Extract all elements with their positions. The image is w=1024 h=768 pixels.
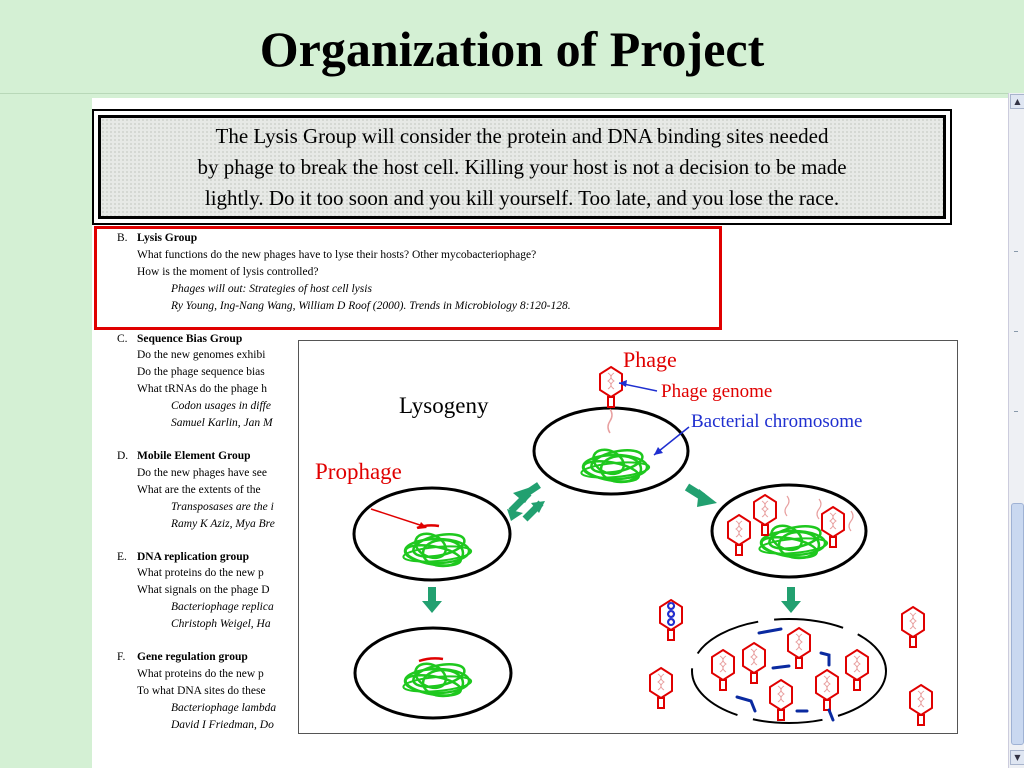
section-reference: Bacteriophage lambda xyxy=(171,701,277,714)
quote-line: The Lysis Group will consider the protei… xyxy=(215,123,829,148)
phage-dna-copy xyxy=(784,495,854,532)
vertical-scrollbar[interactable]: ▲ ▼ xyxy=(1008,93,1024,768)
section-heading: Gene regulation group xyxy=(137,651,248,664)
section-question: Do the new phages have see xyxy=(137,466,267,479)
section-heading: Sequence Bias Group xyxy=(137,332,243,345)
section-reference: Transposases are the i xyxy=(171,500,274,513)
quote-text: The Lysis Group will consider the protei… xyxy=(191,121,852,214)
section-question: Do the phage sequence bias xyxy=(137,366,265,379)
released-phage xyxy=(845,649,869,691)
bacterial-chromosome-label: Bacterial chromosome xyxy=(691,411,863,432)
free-phage xyxy=(909,684,933,726)
lysed-cell xyxy=(691,618,887,724)
chromosome-pointer-head xyxy=(654,447,663,455)
released-phage xyxy=(787,627,811,669)
released-phage xyxy=(815,669,839,711)
section-question: How is the moment of lysis controlled? xyxy=(137,265,319,278)
lysogeny-lysis-diagram: Phage Phage genome Bacterial chromosome … xyxy=(298,340,958,734)
section-question: To what DNA sites do these xyxy=(137,684,266,697)
prophage-segment xyxy=(418,657,444,663)
scrollbar-tick xyxy=(1014,411,1018,412)
scroll-down-arrow-icon[interactable]: ▼ xyxy=(1010,750,1024,765)
section-letter: C. xyxy=(117,332,128,345)
phage-dna-circle xyxy=(667,602,676,626)
arrow-down-division xyxy=(422,587,442,613)
free-phage xyxy=(901,606,925,648)
released-phage xyxy=(742,642,766,684)
outline-section-lysis: B. Lysis Group What functions do the new… xyxy=(97,230,571,315)
section-heading: Mobile Element Group xyxy=(137,449,251,462)
section-reference: Christoph Weigel, Ha xyxy=(171,618,271,631)
arrow-to-lytic xyxy=(684,483,717,507)
lysis-group-highlight xyxy=(94,226,722,330)
outline-section-dna-replication: E. DNA replication group What proteins d… xyxy=(97,549,571,634)
released-phage xyxy=(769,679,793,721)
prophage-label: Prophage xyxy=(315,459,402,484)
title-divider xyxy=(0,93,1024,94)
scrollbar-thumb[interactable] xyxy=(1011,503,1024,745)
section-question: What tRNAs do the phage h xyxy=(137,383,267,396)
section-letter: B. xyxy=(117,232,128,244)
quote-box-inner: The Lysis Group will consider the protei… xyxy=(98,115,946,219)
lysogeny-label: Lysogeny xyxy=(399,393,489,418)
section-reference: Bacteriophage replica xyxy=(171,601,274,614)
arrow-to-induction xyxy=(522,500,545,522)
section-question: What functions do the new phages have to… xyxy=(137,248,537,261)
outline-section-mobile-element: D. Mobile Element Group Do the new phage… xyxy=(97,448,571,533)
phage-genome-pointer-head xyxy=(619,380,627,387)
section-question: What are the extents of the xyxy=(137,483,261,496)
scrollbar-tick xyxy=(1014,331,1018,332)
section-reference: Codon usages in diffe xyxy=(171,400,271,413)
section-question: What proteins do the new p xyxy=(137,567,264,580)
section-reference: Ry Young, Ing-Nang Wang, William D Roof … xyxy=(171,299,571,312)
section-heading: Lysis Group xyxy=(137,232,198,244)
section-heading: DNA replication group xyxy=(137,550,250,563)
section-reference: Ramy K Aziz, Mya Bre xyxy=(171,517,275,530)
scroll-up-arrow-icon[interactable]: ▲ xyxy=(1010,94,1024,109)
outline-section-gene-regulation: F. Gene regulation group What proteins d… xyxy=(97,649,571,734)
section-question: What proteins do the new p xyxy=(137,667,264,680)
outline-section-sequence-bias: C. Sequence Bias Group Do the new genome… xyxy=(97,331,571,432)
free-phage xyxy=(649,667,673,709)
released-phage xyxy=(711,649,735,691)
arrow-to-lysogeny xyxy=(507,490,532,521)
phage-particle xyxy=(599,366,623,408)
section-question: What signals on the phage D xyxy=(137,584,270,597)
phage-genome-injected xyxy=(607,408,613,434)
prophage-pointer-head xyxy=(418,522,427,529)
section-letter: E. xyxy=(117,550,127,563)
chromosome-fragment xyxy=(735,627,835,722)
prophage-pointer xyxy=(370,508,424,527)
quote-line: by phage to break the host cell. Killing… xyxy=(197,154,847,179)
slide-title: Organization of Project xyxy=(259,21,765,77)
arrow-down-lysis xyxy=(781,587,801,613)
phage-label: Phage xyxy=(623,347,677,372)
section-letter: D. xyxy=(117,449,129,462)
quote-line: lightly. Do it too soon and you kill you… xyxy=(204,185,840,210)
phage-genome-label: Phage genome xyxy=(661,381,773,402)
diagram-canvas xyxy=(352,366,933,726)
section-reference: Phages will out: Strategies of host cell… xyxy=(171,282,372,295)
section-reference: Samuel Karlin, Jan M xyxy=(171,417,273,430)
scrollbar-tick xyxy=(1014,251,1018,252)
section-question: Do the new genomes exhibi xyxy=(137,349,266,362)
section-letter: F. xyxy=(117,651,126,664)
project-outline: B. Lysis Group What functions do the new… xyxy=(97,230,571,734)
quote-box: The Lysis Group will consider the protei… xyxy=(92,109,952,225)
section-reference: David I Friedman, Do xyxy=(171,718,274,731)
